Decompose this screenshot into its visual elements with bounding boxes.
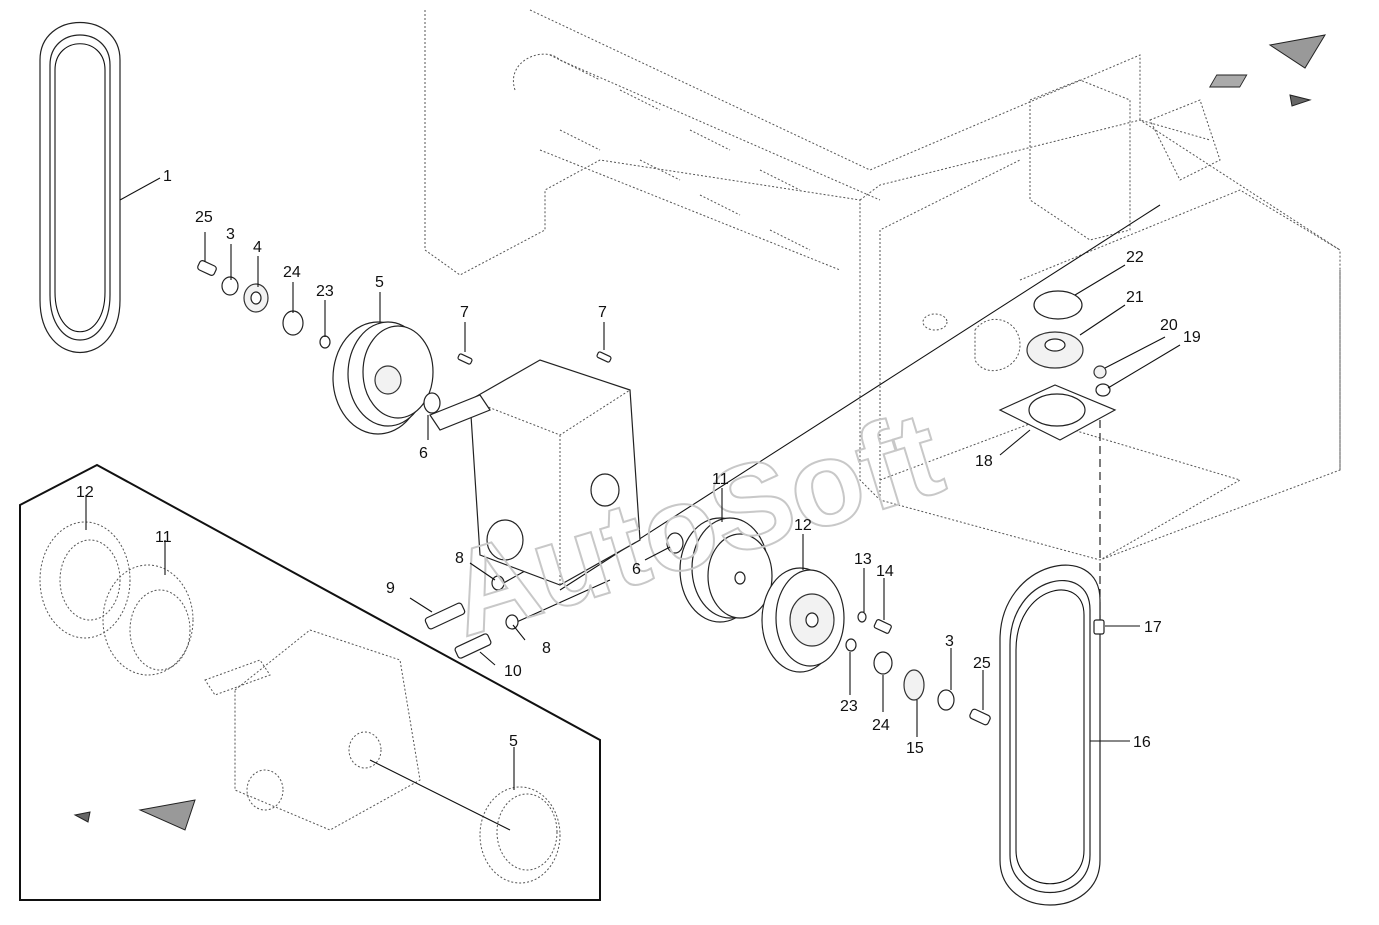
v-belt-16 xyxy=(999,564,1101,906)
ring-23-bottom xyxy=(845,638,857,652)
callout-22: 22 xyxy=(1126,249,1144,266)
screw-25-bottom xyxy=(969,708,991,726)
callout-17: 17 xyxy=(1144,619,1162,636)
callout-16: 16 xyxy=(1133,734,1151,751)
v-belt-1 xyxy=(39,21,121,353)
callout-12-mid: 12 xyxy=(794,517,812,534)
callout-23-top: 23 xyxy=(316,283,334,300)
callout-7-b: 7 xyxy=(598,304,607,321)
bolts xyxy=(424,532,684,659)
oring-6-top xyxy=(423,392,441,414)
callout-labels: 1 25 3 4 24 23 5 7 7 6 22 21 20 19 18 12… xyxy=(76,168,1201,757)
pulley-11-mid xyxy=(679,517,773,623)
washer-19 xyxy=(1095,383,1111,397)
callout-7-a: 7 xyxy=(460,304,469,321)
direction-arrow-inset xyxy=(73,799,196,831)
callout-3-top: 3 xyxy=(226,226,235,243)
shaft-line xyxy=(559,204,1161,591)
callout-8-a: 8 xyxy=(455,550,464,567)
machine-frame xyxy=(424,9,1341,561)
callout-5-top: 5 xyxy=(375,274,384,291)
callout-3-bottom: 3 xyxy=(945,633,954,650)
oring-24-top xyxy=(282,310,304,336)
bolt-axis-line xyxy=(509,579,611,626)
clamp-22 xyxy=(1033,290,1083,320)
ring-23-top xyxy=(319,335,331,349)
mount-assembly xyxy=(998,290,1117,441)
callout-11-inset: 11 xyxy=(155,529,172,546)
washer-13 xyxy=(857,611,867,623)
washer-3-top xyxy=(221,276,239,296)
callout-13: 13 xyxy=(854,551,872,568)
disc-15 xyxy=(903,669,925,701)
hardware-top xyxy=(197,260,331,349)
callout-12-inset: 12 xyxy=(76,484,94,501)
pulley-12-mid xyxy=(761,567,845,673)
callout-10: 10 xyxy=(504,663,522,680)
bolt-10 xyxy=(454,633,492,659)
callout-5-inset: 5 xyxy=(509,733,518,750)
key-7-b xyxy=(596,351,612,363)
bolt-9 xyxy=(424,602,466,630)
callout-24-top: 24 xyxy=(283,264,301,281)
callout-15: 15 xyxy=(906,740,924,757)
leader-lines xyxy=(85,177,1181,790)
screw-14 xyxy=(873,619,892,634)
callout-14: 14 xyxy=(876,563,894,580)
screw-25-top xyxy=(197,260,217,276)
direction-arrow-top xyxy=(1208,34,1327,107)
callout-6-top: 6 xyxy=(419,445,428,462)
callout-20: 20 xyxy=(1160,317,1178,334)
callout-23-bottom: 23 xyxy=(840,698,858,715)
pulley-5-top xyxy=(332,321,441,435)
gearbox-center xyxy=(429,359,641,586)
oring-6-mid xyxy=(666,532,684,554)
callout-1: 1 xyxy=(163,168,172,185)
screw-17 xyxy=(1093,619,1105,635)
inset-detail xyxy=(19,463,601,901)
hardware-bottom xyxy=(845,611,1105,726)
callout-11-mid: 11 xyxy=(712,471,729,488)
callout-9: 9 xyxy=(386,580,395,597)
callout-6-mid: 6 xyxy=(632,561,641,578)
callout-25-top: 25 xyxy=(195,209,213,226)
callout-8-b: 8 xyxy=(542,640,551,657)
nut-20 xyxy=(1093,365,1107,379)
oring-24-bottom xyxy=(873,651,893,675)
callout-18: 18 xyxy=(975,453,993,470)
washer-3-bottom xyxy=(937,689,955,711)
key-7-a xyxy=(457,353,473,365)
callout-21: 21 xyxy=(1126,289,1144,306)
callout-25-bottom: 25 xyxy=(973,655,991,672)
callout-19: 19 xyxy=(1183,329,1201,346)
washer-8-b xyxy=(505,614,519,630)
callout-24-bottom: 24 xyxy=(872,717,890,734)
callout-4: 4 xyxy=(253,239,262,256)
